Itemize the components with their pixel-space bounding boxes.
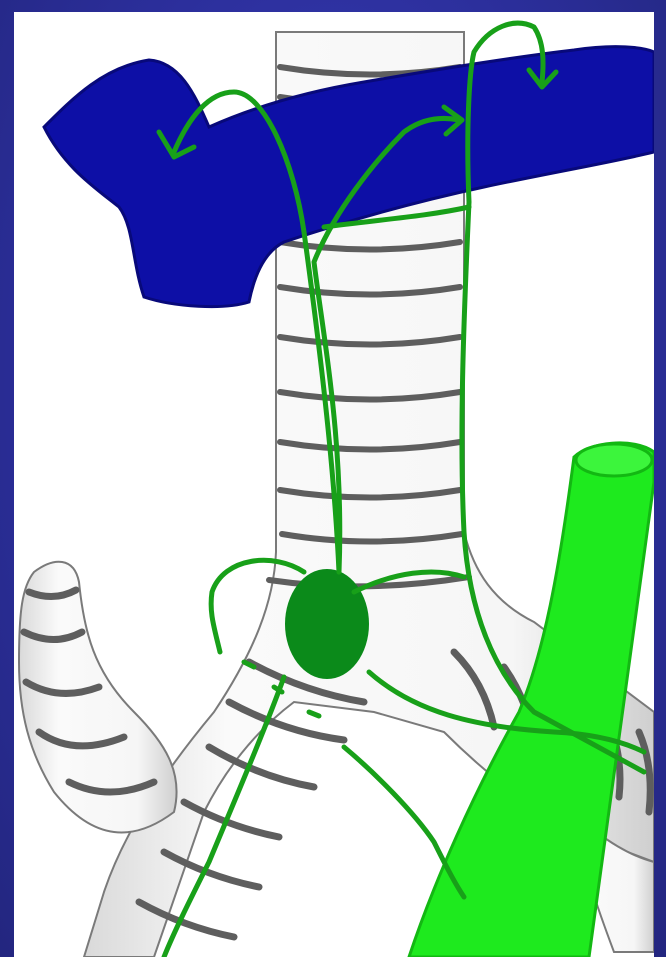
lymph-node <box>285 569 369 679</box>
pathway-dash-3 <box>309 712 319 716</box>
illustration-panel <box>14 12 654 957</box>
left-lobar-bronchus <box>19 562 177 833</box>
airway-diagram <box>14 12 654 957</box>
